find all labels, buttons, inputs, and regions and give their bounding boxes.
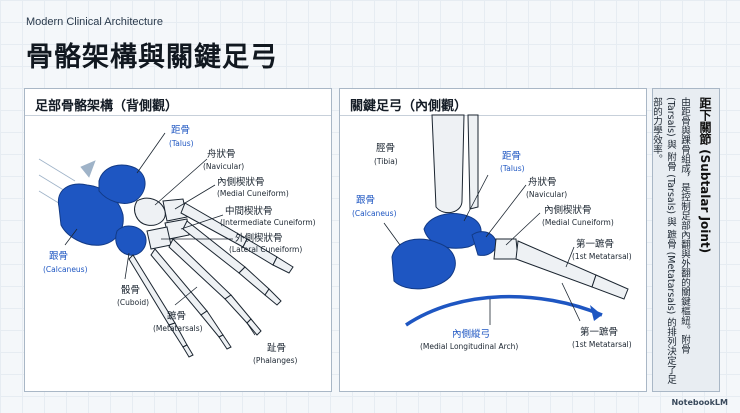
lateral-cuneiform-bone [146, 226, 172, 250]
label-phalanges: 趾骨 [267, 342, 286, 354]
label-first-metatarsal-top: 第一蹠骨 [576, 238, 614, 250]
metatarsal-bones [128, 202, 248, 326]
arch-arrowhead [590, 305, 602, 321]
label-lateral-cuneiform: 外側楔狀骨 [235, 232, 283, 244]
eyebrow: Modern Clinical Architecture [26, 16, 163, 28]
dorsal-view-panel: 足部骨骼架構（背側觀） [24, 88, 332, 392]
navicular-bone [134, 197, 166, 226]
label-phalanges-en: (Phalanges) [253, 356, 298, 365]
divider [340, 115, 646, 116]
subtalar-joint-sidebar: 距下關節 (Subtalar Joint) 由距骨與踝骨組成，是控制足部內翻與外… [651, 88, 720, 392]
sidebar-title: 距下關節 (Subtalar Joint) [698, 97, 712, 254]
label-cuboid: 骰骨 [121, 285, 140, 296]
tibia-bone [431, 114, 465, 214]
label-calcaneus: 跟骨 [356, 195, 375, 206]
label-medial-cuneiform: 內側楔狀骨 [217, 176, 265, 188]
fibula-bone [467, 114, 479, 210]
label-lateral-cuneiform-en: (Lateral Cuneiform) [229, 245, 302, 254]
medial-view-panel: 關鍵足弓（內側觀） 脛骨 (Tibia) 距 [339, 88, 647, 392]
cuboid-bone [115, 225, 147, 256]
label-tibia-en: (Tibia) [374, 157, 398, 166]
label-metatarsals: 蹠骨 [167, 310, 186, 322]
label-talus-en: (Talus) [169, 139, 194, 148]
page-title: 骨骼架構與關鍵足弓 [26, 42, 278, 73]
medial-cuneiform-bone [162, 198, 188, 222]
label-talus: 距骨 [502, 151, 521, 162]
calcaneus-bone [57, 183, 124, 246]
label-arch: 內側縱弓 [452, 328, 490, 340]
label-calcaneus-en: (Calcaneus) [352, 209, 397, 218]
label-metatarsals-en: (Metatarsals) [153, 324, 203, 333]
label-talus: 距骨 [171, 125, 190, 136]
label-calcaneus: 跟骨 [49, 251, 68, 262]
navicular-bone [471, 231, 497, 256]
label-arch-en: (Medial Longitudinal Arch) [420, 342, 518, 351]
divider [25, 115, 331, 116]
medial-foot-illustration: 脛骨 (Tibia) 距骨 (Talus) 舟狀骨 (Navicular) 內側… [352, 114, 632, 351]
arch-arrow [405, 294, 603, 327]
label-tibia: 脛骨 [376, 143, 395, 154]
label-calcaneus-en: (Calcaneus) [43, 265, 88, 274]
label-intermediate-cuneiform: 中間楔狀骨 [225, 205, 273, 217]
dorsal-foot-illustration: 距骨 (Talus) 舟狀骨 (Navicular) 內側楔狀骨 (Medial… [38, 125, 316, 365]
label-talus-en: (Talus) [500, 164, 525, 173]
phalanx-bone [591, 274, 629, 300]
calcaneus-bone [391, 238, 456, 290]
label-intermediate-cuneiform-en: (Intermediate Cuneiform) [220, 218, 316, 227]
medial-cuneiform-bone [493, 238, 519, 260]
label-navicular: 舟狀骨 [528, 176, 557, 188]
dorsal-view-title: 足部骨骼架構（背側觀） [35, 99, 179, 114]
label-first-metatarsal-bottom: 第一蹠骨 [580, 326, 618, 338]
label-navicular-en: (Navicular) [526, 190, 567, 199]
talus-bone [98, 164, 146, 204]
medial-view-title: 關鍵足弓（內側觀） [350, 99, 468, 114]
label-medial-cuneiform-en: (Medial Cuneiform) [217, 189, 289, 198]
sidebar-body: 由距骨與踝骨組成，是控制足部內翻與外翻的關鍵樞紐。附骨 (Tarsals) 與 … [651, 97, 690, 384]
label-medial-cuneiform-en: (Medial Cuneiform) [542, 218, 614, 227]
phalanges-bones [168, 238, 294, 358]
footer-brand: NotebookLM [671, 398, 728, 407]
label-navicular: 舟狀骨 [207, 148, 236, 160]
label-medial-cuneiform: 內側楔狀骨 [544, 204, 592, 216]
label-cuboid-en: (Cuboid) [117, 298, 149, 307]
dorsal-labels: 距骨 (Talus) 舟狀骨 (Navicular) 內側楔狀骨 (Medial… [43, 125, 316, 365]
label-first-metatarsal-top-en: (1st Metatarsal) [572, 252, 632, 261]
label-navicular-en: (Navicular) [203, 162, 244, 171]
leader-lines [64, 132, 256, 336]
medial-labels: 脛骨 (Tibia) 距骨 (Talus) 舟狀骨 (Navicular) 內側… [352, 143, 632, 351]
motion-arrows [38, 158, 96, 214]
label-first-metatarsal-bottom-en: (1st Metatarsal) [572, 340, 632, 349]
leader-lines [383, 174, 581, 325]
